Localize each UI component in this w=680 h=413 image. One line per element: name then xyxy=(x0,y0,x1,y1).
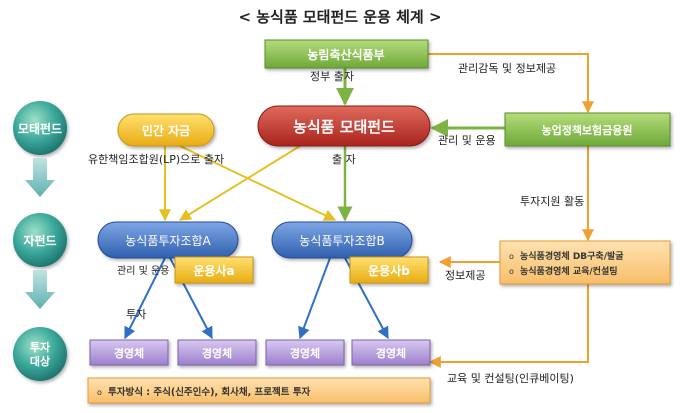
manager-a-box: 운용사a xyxy=(174,256,254,284)
diagram-title: < 농식품 모태펀드 운용 체계 > xyxy=(238,8,441,26)
invest-method-label: 투자방식 : 주식(신주인수), 회사채, 프로젝트 투자 xyxy=(108,386,311,398)
private-funds-label: 민간 자금 xyxy=(142,123,190,138)
union-b-label: 농식품투자조합B xyxy=(299,234,385,248)
ministry-box: 농림축산식품부 xyxy=(264,39,429,69)
stage-mother: 모태펀드 xyxy=(13,101,67,155)
private-funds-box: 민간 자금 xyxy=(117,113,215,147)
arrow-mother-to-a xyxy=(178,145,301,221)
support-item-1: 농식품경영체 DB구축/발굴 xyxy=(520,250,624,262)
business-box-3: 경영체 xyxy=(265,339,345,366)
stage-child-label: 자펀드 xyxy=(23,233,56,248)
business-label-1: 경영체 xyxy=(114,346,144,360)
mother-fund-label: 농식품 모태펀드 xyxy=(293,118,395,136)
manager-b-label: 운용사b xyxy=(368,263,410,278)
business-label-2: 경영체 xyxy=(202,346,232,360)
agency-box: 농업정책보험금융원 xyxy=(504,112,671,147)
label-manage-operate: 관리 및 운용 xyxy=(438,134,496,147)
support-item-2: 농식품경영체 교육/컨설팅 xyxy=(520,265,618,277)
support-box: o 농식품경영체 DB구축/발굴 o 농식품경영체 교육/컨설팅 xyxy=(499,240,671,285)
business-box-4: 경영체 xyxy=(351,339,431,366)
stage-arrow-2 xyxy=(25,270,55,309)
label-education: 교육 및 컨설팅(인큐베이팅) xyxy=(447,372,574,385)
business-label-4: 경영체 xyxy=(376,346,406,360)
arrow-invest-a1 xyxy=(124,257,166,340)
stage-child: 자펀드 xyxy=(13,213,67,267)
manager-a-label: 운용사a xyxy=(193,263,234,278)
union-a-box: 농식품투자조합A xyxy=(97,221,239,259)
stage-target-label-1: 투자 xyxy=(30,340,51,354)
label-invest: 출 자 xyxy=(332,153,356,166)
union-a-label: 농식품투자조합A xyxy=(125,234,211,248)
stage-target: 투자 대상 xyxy=(13,327,67,381)
arrow-invest-b1 xyxy=(298,257,331,340)
arrow-private-to-b xyxy=(179,145,337,221)
support-bullet-1: o xyxy=(509,252,514,261)
label-manage-operate-2: 관리 및 운용 xyxy=(117,265,169,277)
stage-arrow-1 xyxy=(25,158,55,197)
label-investment: 투자 xyxy=(126,308,146,321)
label-support-activity: 투자지원 활동 xyxy=(520,194,584,208)
arrow-supervision xyxy=(428,53,594,114)
support-bullet-2: o xyxy=(509,267,514,276)
business-label-3: 경영체 xyxy=(290,346,320,360)
business-box-2: 경영체 xyxy=(177,339,257,366)
ministry-label: 농림축산식품부 xyxy=(307,47,384,62)
label-info-provide: 정보제공 xyxy=(445,269,485,282)
label-gov-invest: 정부 출자 xyxy=(310,70,354,83)
arrow-education xyxy=(428,284,589,368)
label-llc-invest: 유한책임조합원(LP)으로 출자 xyxy=(88,153,224,166)
mother-fund-box: 농식품 모태펀드 xyxy=(257,105,431,147)
business-box-1: 경영체 xyxy=(89,339,169,366)
label-supervision: 관리감독 및 정보제공 xyxy=(458,62,556,75)
invest-method-box: o 투자방식 : 주식(신주인수), 회사채, 프로젝트 투자 xyxy=(87,377,431,404)
invest-method-bullet: o xyxy=(97,388,102,397)
stage-mother-label: 모태펀드 xyxy=(18,121,62,136)
agency-label: 농업정책보험금융원 xyxy=(541,123,632,137)
manager-b-box: 운용사b xyxy=(349,256,429,284)
stage-target-label-2: 대상 xyxy=(30,354,50,368)
union-b-box: 농식품투자조합B xyxy=(271,221,413,259)
